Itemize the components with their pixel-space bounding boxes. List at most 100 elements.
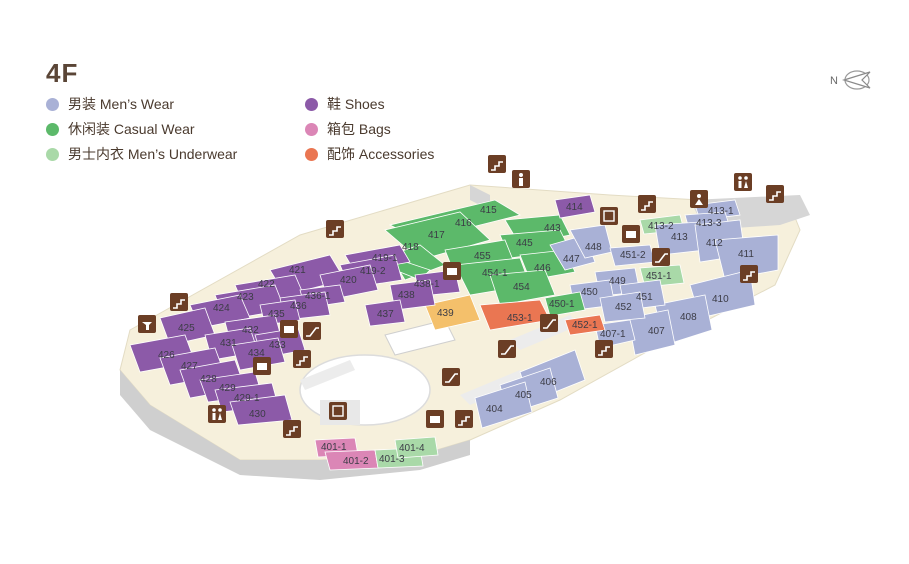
- escalator-icon[interactable]: [303, 322, 321, 340]
- store-label: 450-1: [549, 299, 575, 310]
- store-label: 425: [178, 323, 195, 334]
- legend-item-mens-wear: 男装 Men’s Wear: [46, 94, 174, 114]
- cashier-icon[interactable]: [253, 357, 271, 375]
- store-label: 407-1: [600, 329, 626, 340]
- legend-item-bags: 箱包 Bags: [305, 119, 391, 139]
- store-434[interactable]: [231, 337, 286, 371]
- stairs-icon[interactable]: [293, 350, 311, 368]
- escalator-ramp: [460, 370, 530, 405]
- escalator-icon[interactable]: [652, 248, 670, 266]
- store-label: 451-1: [646, 271, 672, 282]
- store-label: 439: [437, 308, 454, 319]
- restroom-icon[interactable]: [208, 405, 226, 423]
- store-label: 437: [377, 309, 394, 320]
- stairs-icon[interactable]: [488, 155, 506, 173]
- legend-label: 男装 Men’s Wear: [68, 96, 175, 112]
- cashier-icon[interactable]: [443, 262, 461, 280]
- legend-label: 箱包 Bags: [327, 121, 391, 137]
- store-label-layer: 415 416 417 418 443 445 446 447 448 455 …: [158, 202, 754, 467]
- store-label: 445: [516, 238, 533, 249]
- store-label: 454-1: [482, 268, 508, 279]
- store-label: 415: [480, 205, 497, 216]
- stairs-icon[interactable]: [595, 340, 613, 358]
- store-401-4[interactable]: [394, 436, 439, 459]
- stairs-icon[interactable]: [638, 195, 656, 213]
- store-label: 447: [563, 254, 580, 265]
- water-fountain-icon[interactable]: [138, 315, 156, 333]
- escalator-icon[interactable]: [442, 368, 460, 386]
- legend-dot: [305, 147, 318, 161]
- store-label: 416: [455, 218, 472, 229]
- cashier-icon[interactable]: [622, 225, 640, 243]
- store-label: 452: [615, 302, 632, 313]
- store-label: 401-4: [399, 443, 425, 454]
- legend-label: 男士内衣 Men’s Underwear: [68, 146, 238, 162]
- store-label: 430: [249, 409, 266, 420]
- store-label: 433: [269, 340, 286, 351]
- elevator-icon[interactable]: [600, 207, 618, 225]
- escalator-icon[interactable]: [498, 340, 516, 358]
- compass-rose-icon: N: [830, 70, 871, 90]
- stairs-icon[interactable]: [455, 410, 473, 428]
- legend-dot: [305, 122, 318, 136]
- store-437[interactable]: [364, 299, 406, 327]
- store-label: 438: [398, 290, 415, 301]
- store-label: 406: [540, 377, 557, 388]
- store-452[interactable]: [599, 291, 646, 323]
- store-label: 401-1: [321, 442, 347, 453]
- legend-dot: [46, 97, 59, 111]
- store-label: 429: [219, 383, 236, 394]
- cashier-icon[interactable]: [426, 410, 444, 428]
- legend-dot: [46, 147, 59, 161]
- store-label: 413-1: [708, 206, 734, 217]
- store-label: 434: [248, 348, 265, 359]
- store-label: 421: [289, 265, 306, 276]
- store-452-1[interactable]: [564, 314, 606, 336]
- stairs-icon[interactable]: [326, 220, 344, 238]
- store-label: 413-3: [696, 218, 722, 229]
- store-450-1[interactable]: [544, 291, 586, 317]
- store-label: 413-2: [648, 221, 674, 232]
- store-label: 408: [680, 312, 697, 323]
- elevator-icon[interactable]: [329, 402, 347, 420]
- store-label: 405: [515, 390, 532, 401]
- store-label: 455: [474, 251, 491, 262]
- stairs-icon[interactable]: [766, 185, 784, 203]
- restroom-icon[interactable]: [734, 173, 752, 191]
- compass-letter: N: [830, 75, 838, 87]
- store-label: 453-1: [507, 313, 533, 324]
- floor-title: 4F: [46, 58, 79, 88]
- cashier-icon[interactable]: [280, 320, 298, 338]
- store-label: 427: [181, 361, 198, 372]
- legend-item-mens-underwear: 男士内衣 Men’s Underwear: [46, 144, 237, 164]
- store-414[interactable]: [554, 194, 596, 219]
- stairs-icon[interactable]: [740, 265, 758, 283]
- legend-label: 休闲装 Casual Wear: [68, 121, 195, 137]
- building-edge: [120, 370, 470, 480]
- store-label: 419-1: [372, 253, 398, 264]
- store-404[interactable]: [474, 381, 533, 429]
- store-454[interactable]: [489, 269, 556, 306]
- store-label: 449: [609, 276, 626, 287]
- store-label: 426: [158, 350, 175, 361]
- store-407[interactable]: [627, 309, 676, 356]
- nursing-room-icon[interactable]: [690, 190, 708, 208]
- store-label: 429-1: [234, 393, 260, 404]
- store-label: 407: [648, 326, 665, 337]
- store-label: 411: [738, 249, 754, 260]
- store-label: 401-3: [379, 454, 405, 465]
- store-label: 431: [220, 338, 237, 349]
- store-label: 446: [534, 263, 551, 274]
- stairs-icon[interactable]: [283, 420, 301, 438]
- stairs-icon[interactable]: [170, 293, 188, 311]
- store-411[interactable]: [714, 234, 779, 281]
- store-439[interactable]: [424, 294, 481, 331]
- store-label: 452-1: [572, 320, 598, 331]
- store-label: 414: [566, 202, 583, 213]
- legend-item-shoes: 鞋 Shoes: [305, 94, 385, 114]
- store-label: 443: [544, 223, 561, 234]
- male-restroom-icon[interactable]: [512, 170, 530, 188]
- atrium: [299, 354, 431, 426]
- escalator-icon[interactable]: [540, 314, 558, 332]
